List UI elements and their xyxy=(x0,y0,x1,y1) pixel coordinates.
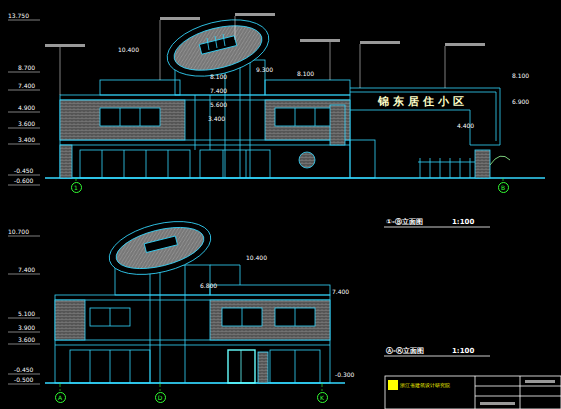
elevation-mark: 10.400 xyxy=(118,46,139,53)
axis-number: 1 xyxy=(74,184,78,191)
view-title: 1:100 xyxy=(452,347,474,355)
elevation-mark: 3.400 xyxy=(18,136,35,143)
view-title: 1:100 xyxy=(452,218,474,226)
elevation-mark: 3.900 xyxy=(18,324,35,331)
elevation-mark: 8.100 xyxy=(210,73,227,80)
axis-bubble: D xyxy=(155,392,166,403)
elevation-mark: -0.300 xyxy=(335,371,354,378)
elevation-mark: 9.300 xyxy=(256,66,273,73)
elevation-mark: 7.400 xyxy=(18,82,35,89)
elevation-mark: 7.400 xyxy=(210,87,227,94)
elevation-mark: 7.400 xyxy=(18,266,35,273)
elevation-mark: 10.400 xyxy=(246,254,267,261)
elevation-mark: 4.400 xyxy=(457,122,474,129)
elevation-mark: 8.100 xyxy=(297,70,314,77)
elevation-mark: -0.450 xyxy=(14,167,33,174)
elevation-mark: 5.600 xyxy=(210,101,227,108)
elevation-mark: 4.900 xyxy=(18,104,35,111)
axis-number: A xyxy=(58,394,62,401)
elevation-mark: 10.700 xyxy=(8,228,29,235)
view-title: Ⓐ-Ⓚ立面图 xyxy=(386,347,424,355)
elevation-mark: 3.400 xyxy=(208,115,225,122)
axis-bubble: 1 xyxy=(71,182,82,193)
elevation-mark: 3.600 xyxy=(18,336,35,343)
elevation-mark: 6.900 xyxy=(512,98,529,105)
sign-text: 锦东居住小区 xyxy=(378,96,468,108)
axis-bubble: K xyxy=(317,392,328,403)
elevation-mark: 7.400 xyxy=(332,288,349,295)
elevation-mark: 8.700 xyxy=(18,64,35,71)
elevation-mark: 5.100 xyxy=(18,310,35,317)
elevation-mark: -0.500 xyxy=(14,376,33,383)
elevation-mark: -0.600 xyxy=(14,177,33,184)
view-title: ①-Ⓑ立面图 xyxy=(386,218,423,226)
elevation-mark: 6.800 xyxy=(200,282,217,289)
axis-number: B xyxy=(501,184,505,191)
axis-bubble: B xyxy=(498,182,509,193)
title-block-text: 浙江省建筑设计研究院 xyxy=(400,382,450,388)
axis-number: K xyxy=(320,394,324,401)
elevation-mark: -0.450 xyxy=(14,366,33,373)
elevation-mark: 13.750 xyxy=(8,12,29,19)
axis-bubble: A xyxy=(55,392,66,403)
elevation-mark: 3.600 xyxy=(18,120,35,127)
axis-number: D xyxy=(158,394,163,401)
elevation-mark: 8.100 xyxy=(512,72,529,79)
